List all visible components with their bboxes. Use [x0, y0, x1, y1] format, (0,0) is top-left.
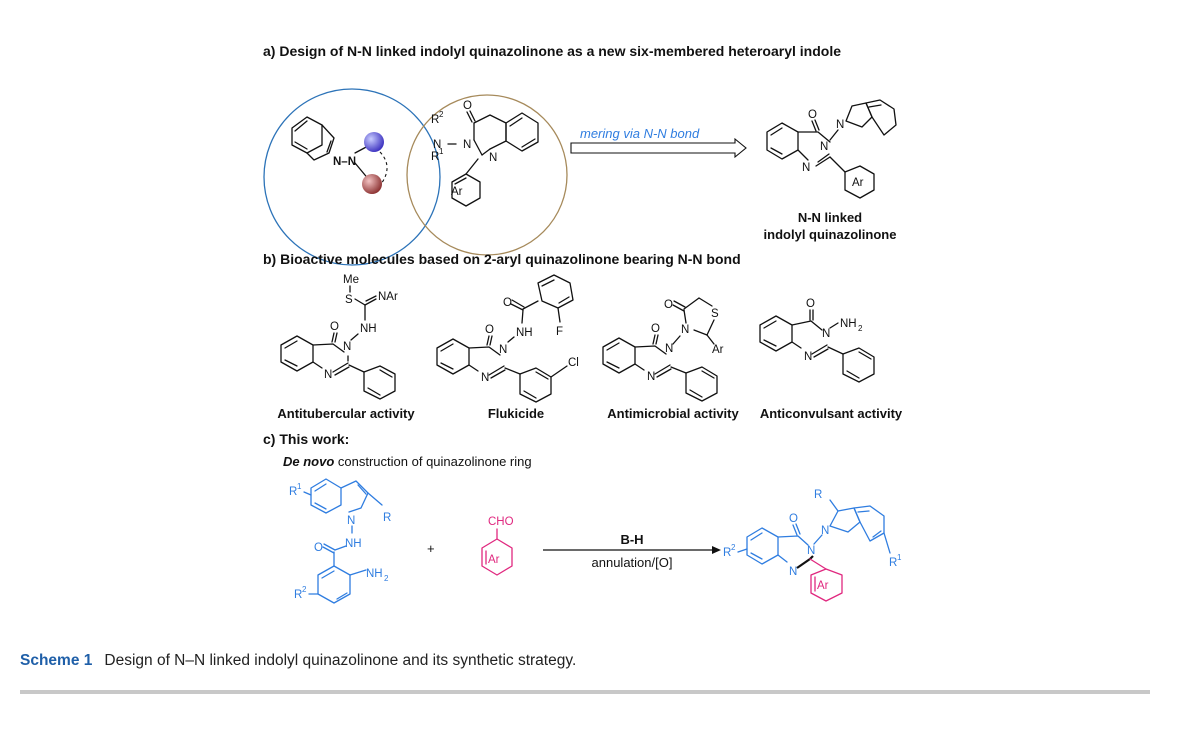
svg-text:R: R	[723, 547, 731, 559]
svg-text:O: O	[808, 109, 817, 121]
svg-text:N: N	[804, 351, 812, 363]
reagent-label: B-H	[620, 532, 643, 547]
svg-text:O: O	[664, 299, 673, 311]
svg-text:F: F	[556, 326, 563, 338]
svg-text:S: S	[345, 294, 353, 306]
bottom-rule	[20, 690, 1150, 694]
panel-c-title: c) This work:	[263, 431, 349, 447]
svg-text:NH: NH	[366, 568, 383, 580]
product-label-2: indolyl quinazolinone	[764, 227, 897, 242]
panel-c-subtitle: De novo construction of quinazolinone ri…	[283, 454, 532, 469]
product-label-1: N-N linked	[798, 210, 862, 225]
svg-text:R: R	[294, 589, 302, 601]
svg-text:N: N	[820, 141, 828, 153]
panel-a-title: a) Design of N-N linked indolyl quinazol…	[263, 43, 841, 59]
design-arrow	[570, 137, 747, 159]
caption-text: Design of N–N linked indolyl quinazolino…	[104, 652, 577, 669]
product-molecule-c: O R 2 N N Ar N R R 1	[723, 489, 902, 602]
svg-text:N: N	[489, 152, 497, 164]
molecule-antitubercular: Me S NAr NH O N N	[280, 274, 398, 400]
svg-text:NH: NH	[360, 323, 377, 335]
svg-text:Ar: Ar	[451, 186, 463, 198]
svg-text:R: R	[383, 512, 391, 524]
svg-text:2: 2	[439, 110, 444, 119]
svg-text:S: S	[711, 308, 719, 320]
svg-text:N: N	[822, 328, 830, 340]
svg-text:Ar: Ar	[488, 554, 500, 566]
label-flukicide: Flukicide	[488, 406, 544, 421]
svg-text:NAr: NAr	[378, 291, 398, 303]
svg-text:NH: NH	[345, 538, 362, 550]
svg-text:R: R	[289, 486, 297, 498]
svg-text:1: 1	[297, 482, 302, 491]
svg-text:N: N	[647, 371, 655, 383]
figure-caption: Scheme 1 Design of N–N linked indolyl qui…	[20, 652, 576, 670]
svg-text:R: R	[814, 489, 822, 501]
nn-linker: N–N	[333, 156, 356, 168]
panel-b-title: b) Bioactive molecules based on 2-aryl q…	[263, 251, 741, 267]
svg-text:O: O	[463, 100, 472, 112]
conditions-label: annulation/[O]	[592, 555, 673, 570]
svg-text:N: N	[324, 369, 332, 381]
svg-text:2: 2	[858, 324, 863, 333]
svg-text:N: N	[789, 566, 797, 578]
svg-text:2: 2	[384, 574, 389, 583]
svg-text:O: O	[314, 542, 323, 554]
svg-text:Ar: Ar	[852, 177, 864, 189]
svg-text:N: N	[836, 119, 844, 131]
svg-text:CHO: CHO	[488, 516, 514, 528]
svg-text:Ar: Ar	[712, 344, 724, 356]
molecule-anticonvulsant: O N NH 2 N	[759, 298, 875, 383]
svg-text:N: N	[681, 324, 689, 336]
svg-text:2: 2	[302, 585, 307, 594]
starting-material-indole: R 1 R N NH O NH 2 R 2	[289, 478, 391, 604]
svg-text:1: 1	[897, 553, 902, 562]
red-sphere	[362, 174, 382, 194]
svg-text:N: N	[807, 545, 815, 557]
svg-text:O: O	[789, 513, 798, 525]
svg-text:Ar: Ar	[817, 580, 829, 592]
svg-text:N: N	[347, 515, 355, 527]
svg-text:N: N	[463, 139, 471, 151]
svg-text:O: O	[503, 297, 512, 309]
svg-text:O: O	[330, 321, 339, 333]
svg-text:O: O	[651, 323, 660, 335]
svg-text:N: N	[499, 344, 507, 356]
blue-sphere	[364, 132, 384, 152]
arrow-label: mering via N-N bond	[580, 126, 700, 141]
plus-sign: +	[427, 541, 435, 556]
svg-text:Me: Me	[343, 274, 359, 286]
quinazolinone-fragment: O N N N R 2 R 1 Ar	[431, 100, 539, 207]
svg-text:R: R	[431, 114, 439, 126]
label-antitubercular: Antitubercular activity	[277, 406, 415, 421]
quinazolinone-circle	[406, 94, 568, 256]
indole-circle	[263, 88, 441, 266]
svg-text:R: R	[889, 557, 897, 569]
svg-text:NH: NH	[840, 318, 857, 330]
svg-text:N: N	[802, 162, 810, 174]
label-antimicrobial: Antimicrobial activity	[607, 406, 739, 421]
svg-text:N: N	[433, 139, 441, 151]
svg-text:R: R	[431, 151, 439, 163]
svg-text:N: N	[481, 372, 489, 384]
svg-text:N: N	[665, 343, 673, 355]
svg-text:1: 1	[439, 147, 444, 156]
product-molecule-a: O N N Ar N	[766, 99, 897, 199]
molecule-flukicide: O F NH O N N Cl	[436, 274, 579, 403]
svg-text:N: N	[821, 525, 829, 537]
molecule-antimicrobial: O S Ar N O N N	[602, 297, 724, 402]
label-anticonvulsant: Anticonvulsant activity	[760, 406, 903, 421]
starting-material-aldehyde: CHO Ar	[481, 516, 514, 576]
svg-text:NH: NH	[516, 327, 533, 339]
svg-text:Cl: Cl	[568, 357, 579, 369]
caption-label: Scheme 1	[20, 652, 93, 669]
svg-text:O: O	[806, 298, 815, 310]
svg-text:O: O	[485, 324, 494, 336]
svg-text:2: 2	[731, 543, 736, 552]
svg-text:N: N	[343, 341, 351, 353]
